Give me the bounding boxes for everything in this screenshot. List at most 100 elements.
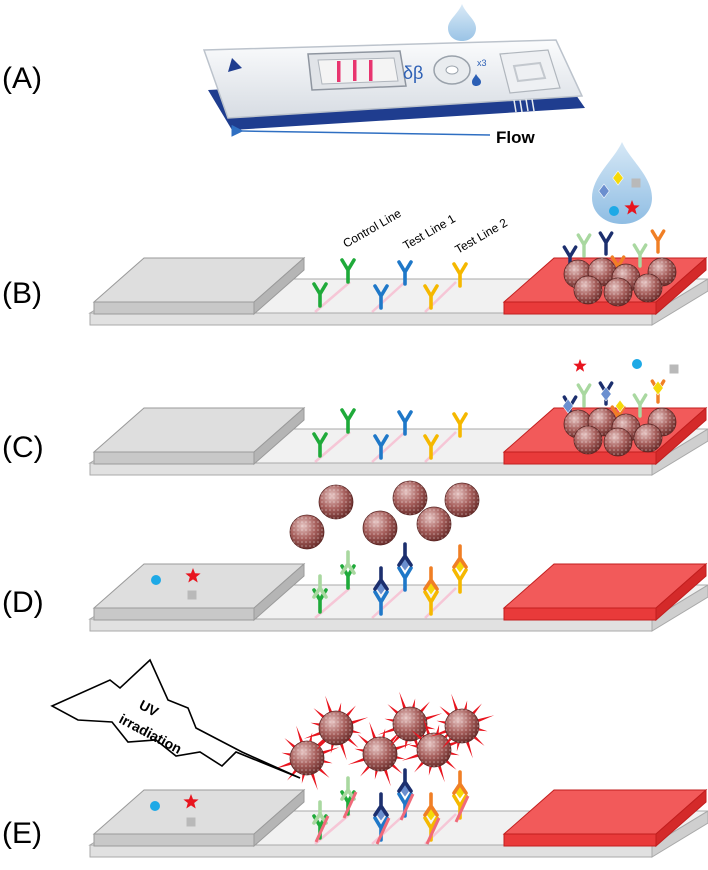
antibody-icon — [373, 434, 389, 460]
capture-line-glow — [375, 817, 391, 845]
antibody-icon — [452, 262, 468, 288]
panel-b-strip — [88, 142, 708, 326]
membrane-strip-end — [651, 584, 708, 632]
conjugate-pad-side — [503, 301, 657, 315]
capture-line — [371, 813, 406, 845]
antibody-icon — [423, 590, 439, 616]
flow-label: Flow — [496, 128, 535, 147]
antibody-icon — [312, 282, 328, 308]
membrane-strip-side — [89, 844, 653, 858]
nanoparticle-bead — [362, 510, 398, 546]
nanoparticle-bead — [392, 706, 428, 742]
antibody-icon — [452, 412, 468, 438]
capture-line-glow — [314, 815, 330, 843]
test-line-2-label: Test Line 2 — [453, 215, 511, 256]
panel-label-b: (B) — [2, 277, 42, 310]
circle-analyte-icon — [151, 575, 161, 585]
absorbent-pad-side — [93, 301, 255, 315]
antibody-icon — [423, 284, 439, 310]
conjugate-pad-side — [503, 607, 657, 621]
nanoparticle-bead — [603, 277, 633, 307]
absorbent-pad-side — [93, 833, 255, 847]
square-analyte-icon — [187, 590, 197, 600]
diamond-analyte-icon — [615, 399, 625, 413]
antibody-icon — [452, 568, 468, 594]
conjugate-pad-side — [503, 833, 657, 847]
antibody-icon — [650, 229, 666, 254]
antibody-icon — [373, 284, 389, 310]
panel-c-strip — [88, 359, 708, 476]
antibody-icon — [340, 776, 356, 801]
window-marks: δβ — [403, 63, 423, 83]
grip-icon — [499, 49, 561, 94]
cassette-triangle-icon — [228, 58, 242, 72]
result-window — [307, 50, 407, 91]
antibody-icon — [576, 383, 592, 408]
antibody-icon — [397, 260, 413, 286]
conjugate-pad-side — [503, 451, 657, 465]
diamond-analyte-icon — [612, 170, 624, 186]
test-cassette: δβ x3 — [202, 39, 585, 130]
nanoparticle-bead — [573, 425, 603, 455]
antibody-icon — [312, 574, 328, 599]
nanoparticle-bead — [289, 740, 325, 776]
circle-analyte-icon — [609, 206, 619, 216]
panel-label-c: (C) — [2, 431, 44, 464]
capture-line — [371, 587, 406, 619]
nanoparticle-bead — [444, 708, 480, 744]
star-analyte-icon — [183, 794, 199, 809]
antibody-icon — [373, 590, 389, 616]
nanoparticle-bead — [392, 480, 428, 516]
absorbent-pad-side — [93, 451, 255, 465]
antibody-icon — [397, 566, 413, 592]
panel-label-d: (D) — [2, 586, 44, 619]
antibody-icon — [340, 550, 356, 575]
star-analyte-icon — [573, 359, 587, 372]
nanoparticle-bead — [416, 732, 452, 768]
capture-line — [371, 281, 406, 313]
antibody-icon — [423, 792, 439, 817]
diamond-analyte-icon — [652, 380, 664, 396]
conjugate-pad-end — [655, 256, 707, 316]
nanoparticle-bead — [573, 275, 603, 305]
drop-marks: x3 — [477, 58, 487, 68]
device-panel: δβ x3 Flow — [202, 4, 585, 147]
control-line-label: Control Line — [341, 206, 404, 251]
flow-arrow — [231, 124, 491, 137]
antibody-icon — [576, 233, 592, 258]
conjugate-pad-end — [655, 788, 707, 848]
square-analyte-icon — [186, 817, 196, 827]
membrane-strip-side — [89, 462, 653, 476]
absorbent-pad-end — [253, 406, 305, 466]
antibody-icon — [312, 432, 328, 458]
nanoparticle-bead — [633, 423, 663, 453]
absorbent-pad-end — [253, 562, 305, 622]
conjugate-pad-end — [655, 406, 707, 466]
membrane-strip-side — [89, 312, 653, 326]
antibody-icon — [373, 792, 389, 817]
absorbent-pad-end — [253, 256, 305, 316]
antibody-icon — [340, 258, 356, 284]
membrane-strip-end — [651, 278, 708, 326]
absorbent-pad-end — [253, 788, 305, 848]
nanoparticle-bead — [444, 482, 480, 518]
absorbent-pad-side — [93, 607, 255, 621]
nanoparticle-bead — [318, 710, 354, 746]
capture-line — [371, 431, 406, 463]
membrane-strip-end — [651, 428, 708, 476]
result-band — [337, 61, 341, 82]
sample-drop-icon — [448, 4, 476, 41]
result-band — [353, 60, 357, 81]
diamond-analyte-icon — [600, 386, 612, 402]
nanoparticle-bead — [318, 484, 354, 520]
panel-label-a: (A) — [2, 62, 42, 95]
antibody-icon — [373, 566, 389, 591]
antibody-icon — [397, 542, 413, 567]
antibody-icon — [397, 410, 413, 436]
panel-d-strip — [88, 480, 708, 632]
antibody-icon — [423, 434, 439, 460]
panel-e-strip — [88, 691, 708, 858]
circle-analyte-icon — [632, 359, 642, 369]
diamond-analyte-icon — [598, 183, 610, 199]
panel-label-e: (E) — [2, 817, 42, 850]
